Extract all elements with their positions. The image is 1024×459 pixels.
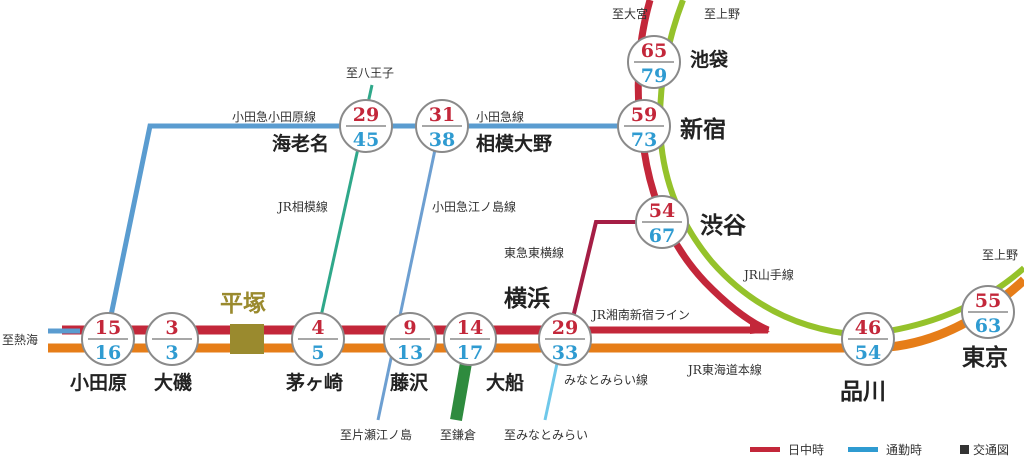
commute-minutes: 13 [397,342,423,364]
station-name-yokohama: 横浜 [504,285,550,312]
hiratsuka-station-marker [230,324,264,354]
tokyu-toyoko-line [568,220,640,331]
commute-minutes: 45 [353,129,379,151]
station-name-ikebukuro: 池袋 [690,49,729,71]
commute-minutes: 33 [552,342,578,364]
daytime-minutes: 31 [429,104,455,126]
hiratsuka-label: 平塚 [220,290,266,317]
station-node: 913 [383,312,437,366]
legend-map-label: 交通図 [973,443,1010,457]
dest-ueno-right: 至上野 [982,248,1019,262]
dest-atami: 至熱海 [2,333,39,347]
station-name-tokyo: 東京 [962,344,1008,371]
line-label-odakyu: 小田急線 [476,110,525,124]
dest-ueno-top: 至上野 [704,7,741,21]
daytime-minutes: 59 [631,104,657,126]
commute-minutes: 79 [641,65,667,87]
commute-minutes: 67 [649,225,675,247]
legend-daytime: 日中時 [750,441,824,458]
shonan-shinjuku-arrow [750,318,770,334]
station-name-odawara: 小田原 [70,372,128,394]
legend-commute-label: 通勤時 [886,443,923,457]
commute-minutes: 63 [975,315,1001,337]
daytime-minutes: 54 [649,200,675,222]
daytime-minutes: 14 [457,317,483,339]
legend-map-square [960,445,969,454]
legend-commute-swatch [848,447,878,452]
station-name-fujisawa: 藤沢 [390,372,429,394]
line-label-shonan-shinjuku: JR湘南新宿ライン [592,308,690,322]
daytime-minutes: 15 [95,317,121,339]
dest-katase-enoshima: 至片瀬江ノ島 [340,428,413,442]
daytime-minutes: 3 [165,317,178,339]
commute-minutes: 54 [855,342,881,364]
station-name-ebina: 海老名 [272,133,330,155]
line-label-jr-sagami: JR相模線 [278,200,328,214]
daytime-minutes: 4 [311,317,324,339]
enoshima-line [376,125,442,421]
commute-minutes: 73 [631,129,657,151]
station-node: 33 [145,312,199,366]
line-label-tokyu-toyoko: 東急東横線 [504,246,565,260]
daytime-minutes: 29 [552,317,578,339]
line-label-tokaido: JR東海道本線 [688,363,762,377]
station-name-chigasaki: 茅ヶ崎 [286,372,344,394]
dest-minatomirai: 至みなとみらい [504,428,589,442]
station-name-shinagawa: 品川 [840,378,886,405]
commute-minutes: 38 [429,129,455,151]
dest-omiya: 至大宮 [612,7,649,21]
commute-minutes: 3 [165,342,178,364]
dest-kamakura: 至鎌倉 [440,428,477,442]
daytime-minutes: 9 [403,317,416,339]
yamanote-line [656,0,1024,339]
dest-hachioji: 至八王子 [346,66,395,80]
commute-minutes: 17 [457,342,483,364]
legend-commute: 通勤時 [848,441,922,458]
line-label-minatomirai: みなとみらい線 [564,373,649,387]
line-label-odakyu-odawara: 小田急小田原線 [232,110,317,124]
daytime-minutes: 29 [353,104,379,126]
commute-minutes: 16 [95,342,121,364]
legend-daytime-swatch [750,447,780,452]
legend-daytime-label: 日中時 [788,443,825,457]
daytime-minutes: 46 [855,317,881,339]
line-label-yamanote: JR山手線 [744,268,794,282]
line-label-enoshima: 小田急江ノ島線 [432,200,517,214]
legend-map: 交通図 [960,441,1009,458]
station-name-shinjuku: 新宿 [680,116,726,143]
daytime-minutes: 55 [975,290,1001,312]
daytime-minutes: 65 [641,40,667,62]
station-name-oiso: 大磯 [154,372,193,394]
commute-minutes: 5 [311,342,324,364]
station-name-shibuya: 渋谷 [700,212,746,239]
station-name-sagami-ono: 相模大野 [476,133,553,155]
station-name-ofuna: 大船 [486,372,525,394]
station-node: 45 [291,312,345,366]
